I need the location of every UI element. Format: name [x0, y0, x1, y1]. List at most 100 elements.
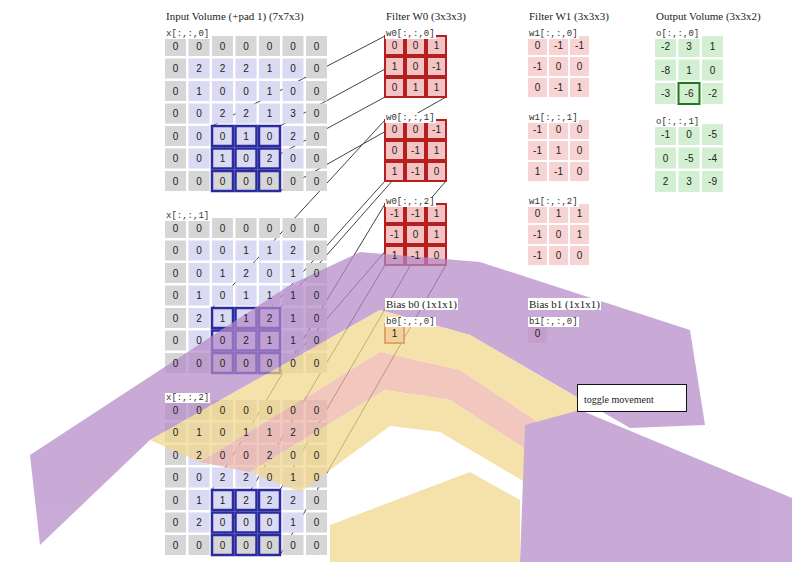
cell-box: [406, 57, 425, 76]
cell-value: 0: [314, 245, 320, 256]
cell-box: [259, 81, 280, 101]
matrix-cell: 0: [283, 445, 304, 465]
cell-value: 1: [267, 63, 273, 74]
slice-label: o[:,:,1]: [655, 110, 700, 128]
cell-box: [236, 171, 257, 191]
cell-value: -1: [390, 229, 399, 240]
matrix-cell: -1: [406, 162, 425, 181]
cell-value: 0: [314, 268, 320, 279]
cell-value: 1: [710, 41, 716, 52]
cell-box: [165, 126, 186, 146]
matrix-cell: 0: [212, 353, 233, 373]
cell-value: -1: [411, 250, 420, 261]
cell-value: 1: [267, 86, 273, 97]
cell-value: 1: [556, 208, 562, 219]
cell-value: 1: [392, 166, 398, 177]
matrix-cell: 0: [212, 400, 233, 420]
slice-label: w0[:,:,1]: [385, 106, 436, 124]
watermark-shape: [250, 390, 545, 492]
cell-box: [165, 331, 186, 351]
cell-box: [427, 57, 446, 76]
matrix-cell: -9: [702, 171, 723, 192]
matrix-cell: 1: [427, 78, 446, 97]
slice-label: x[:,:,0]: [165, 22, 210, 40]
cell-value: 0: [413, 229, 419, 240]
matrix-cell: 1: [259, 59, 280, 79]
cell-box: [212, 535, 233, 555]
matrix-cell: 1: [283, 513, 304, 533]
cell-value: 0: [173, 495, 179, 506]
cell-box: [549, 141, 568, 160]
matrix-cell: 1: [236, 286, 257, 306]
matrix-cell: 0: [165, 171, 186, 191]
cell-box: [385, 162, 404, 181]
matrix-cell: -4: [702, 148, 723, 169]
cell-value: 0: [243, 153, 249, 164]
slice-text: w0[:,:,2]: [385, 197, 436, 207]
matrix-cell: 0: [212, 81, 233, 101]
cell-value: 1: [392, 250, 398, 261]
cell-value: -6: [685, 88, 694, 99]
cell-box: [570, 225, 589, 244]
matrix-cell: 0: [236, 353, 257, 373]
cell-value: 0: [196, 153, 202, 164]
matrix-cell: -1: [549, 162, 568, 181]
cell-value: -8: [661, 65, 670, 76]
matrix-cell: 0: [259, 400, 280, 420]
matrix-cell: 1: [212, 149, 233, 169]
cell-value: 0: [577, 250, 583, 261]
cell-value: -9: [708, 176, 717, 187]
matrix-cell: 0: [259, 36, 280, 56]
matrix-cell: 1: [570, 225, 589, 244]
matrix-cell: 1: [427, 141, 446, 160]
cell-value: 1: [577, 229, 583, 240]
matrix-cell: 1: [189, 490, 210, 510]
matrix-cell: 0: [259, 126, 280, 146]
cell-box: [165, 149, 186, 169]
matrix-cell: 0: [165, 263, 186, 283]
cell-value: 0: [314, 176, 320, 187]
cell-box: [165, 218, 186, 238]
cell-box: [189, 59, 210, 79]
cell-box: [189, 308, 210, 328]
cell-box: [212, 36, 233, 56]
matrix-cell: 0: [306, 513, 327, 533]
cell-box: [283, 104, 304, 124]
matrix-cell: 0: [236, 400, 257, 420]
cell-value: 1: [686, 65, 692, 76]
cell-value: 0: [290, 176, 296, 187]
matrix-cell: 1: [570, 78, 589, 97]
matrix-cell: 0: [189, 263, 210, 283]
matrix-cell: 3: [283, 104, 304, 124]
matrix-cell: 0: [283, 36, 304, 56]
matrix-cell: 1: [283, 263, 304, 283]
cell-box: [549, 225, 568, 244]
cell-box: [306, 126, 327, 146]
matrix-cell: 0: [549, 246, 568, 265]
cell-box: [306, 104, 327, 124]
cell-box: [259, 171, 280, 191]
matrix-cell: 0: [189, 241, 210, 261]
cell-value: 0: [290, 41, 296, 52]
cell-value: 0: [556, 229, 562, 240]
matrix-cell: 1: [283, 331, 304, 351]
cell-value: 1: [267, 290, 273, 301]
cell-value: 2: [243, 108, 249, 119]
cell-box: [212, 81, 233, 101]
cell-box: [165, 535, 186, 555]
matrix-cell: -2: [702, 83, 723, 104]
button-label: toggle movement: [584, 394, 654, 405]
cell-value: -1: [411, 208, 420, 219]
cell-value: 0: [196, 405, 202, 416]
cell-value: 0: [220, 335, 226, 346]
cell-value: 0: [535, 40, 541, 51]
cell-value: 0: [314, 540, 320, 551]
matrix-cell: 0: [306, 353, 327, 373]
cell-value: -1: [411, 145, 420, 156]
cell-value: 0: [556, 250, 562, 261]
cell-value: 1: [196, 86, 202, 97]
matrix-cell: 0: [385, 141, 404, 160]
cell-value: 1: [243, 245, 249, 256]
cell-value: 0: [173, 358, 179, 369]
cell-value: 0: [267, 405, 273, 416]
